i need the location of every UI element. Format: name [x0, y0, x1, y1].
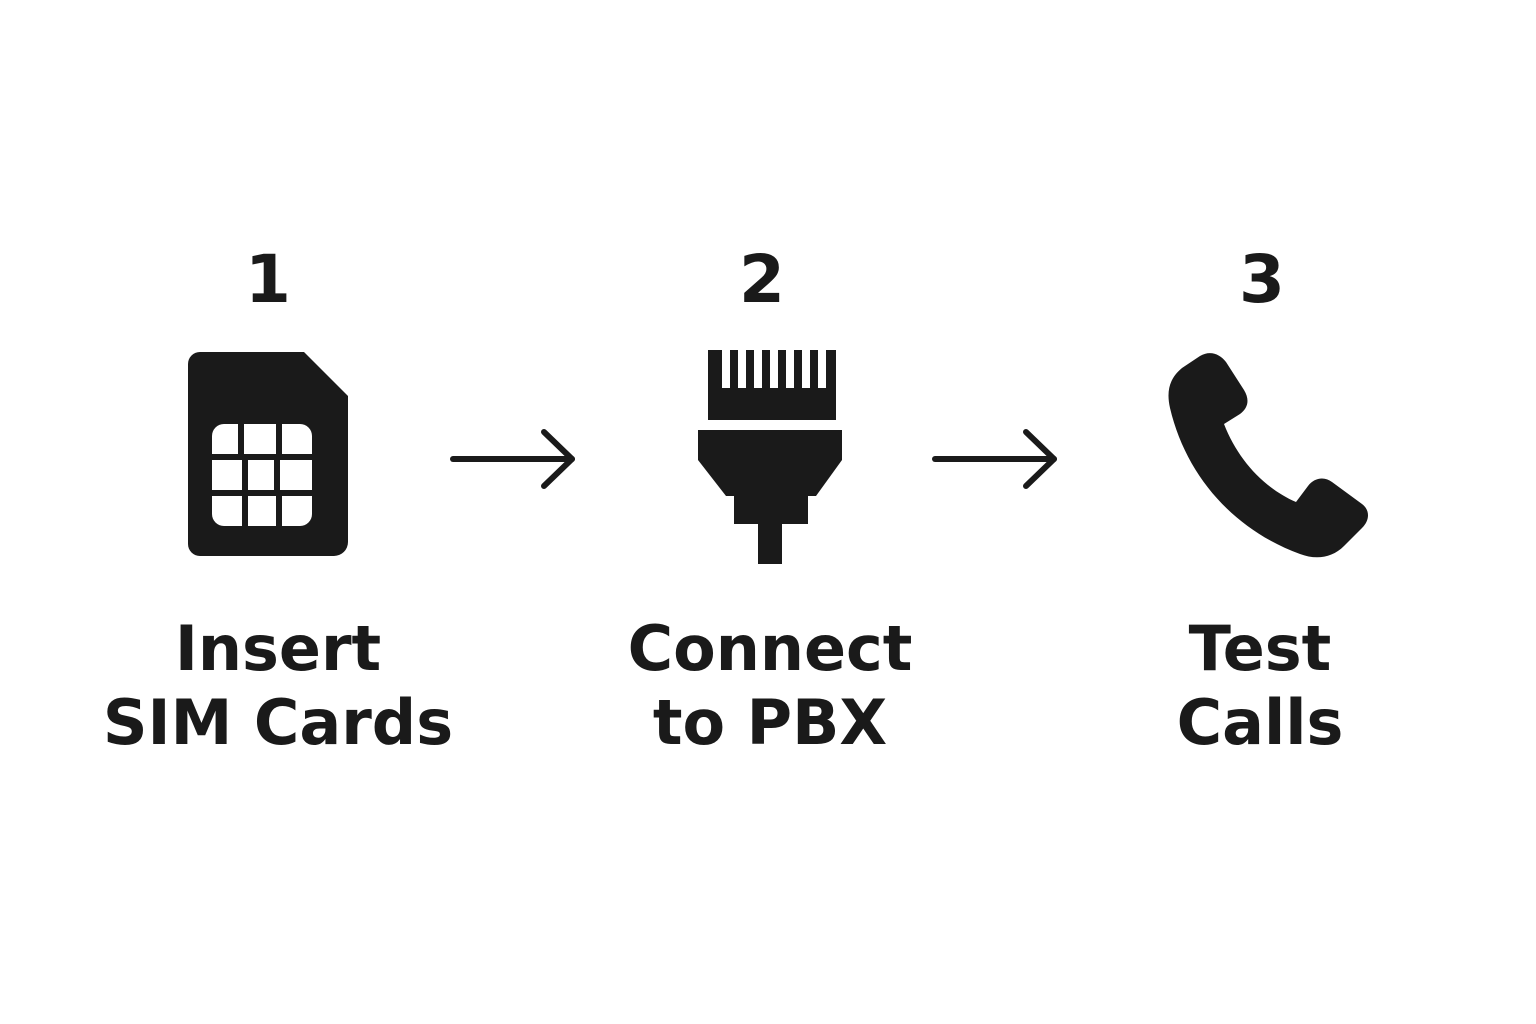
step-1-label-line1: Insert — [174, 612, 382, 685]
arrow-right-icon — [932, 429, 1057, 489]
step-1-label: Insert SIM Cards — [68, 612, 488, 760]
ethernet-connector-icon — [698, 350, 842, 564]
step-2-label-line2: to PBX — [652, 686, 888, 759]
sim-card-icon — [188, 352, 348, 556]
step-3-label-line1: Test — [1188, 612, 1332, 685]
step-2-number: 2 — [739, 241, 785, 318]
step-2-label: Connect to PBX — [560, 612, 980, 760]
step-3-label-line2: Calls — [1176, 686, 1344, 759]
step-3-number: 3 — [1239, 241, 1285, 318]
step-1-number: 1 — [245, 241, 291, 318]
step-2-label-line1: Connect — [627, 612, 913, 685]
phone-handset-icon — [1168, 353, 1368, 558]
step-3-label: Test Calls — [1050, 612, 1470, 760]
step-1-label-line2: SIM Cards — [102, 686, 454, 759]
arrow-right-icon — [450, 429, 575, 489]
